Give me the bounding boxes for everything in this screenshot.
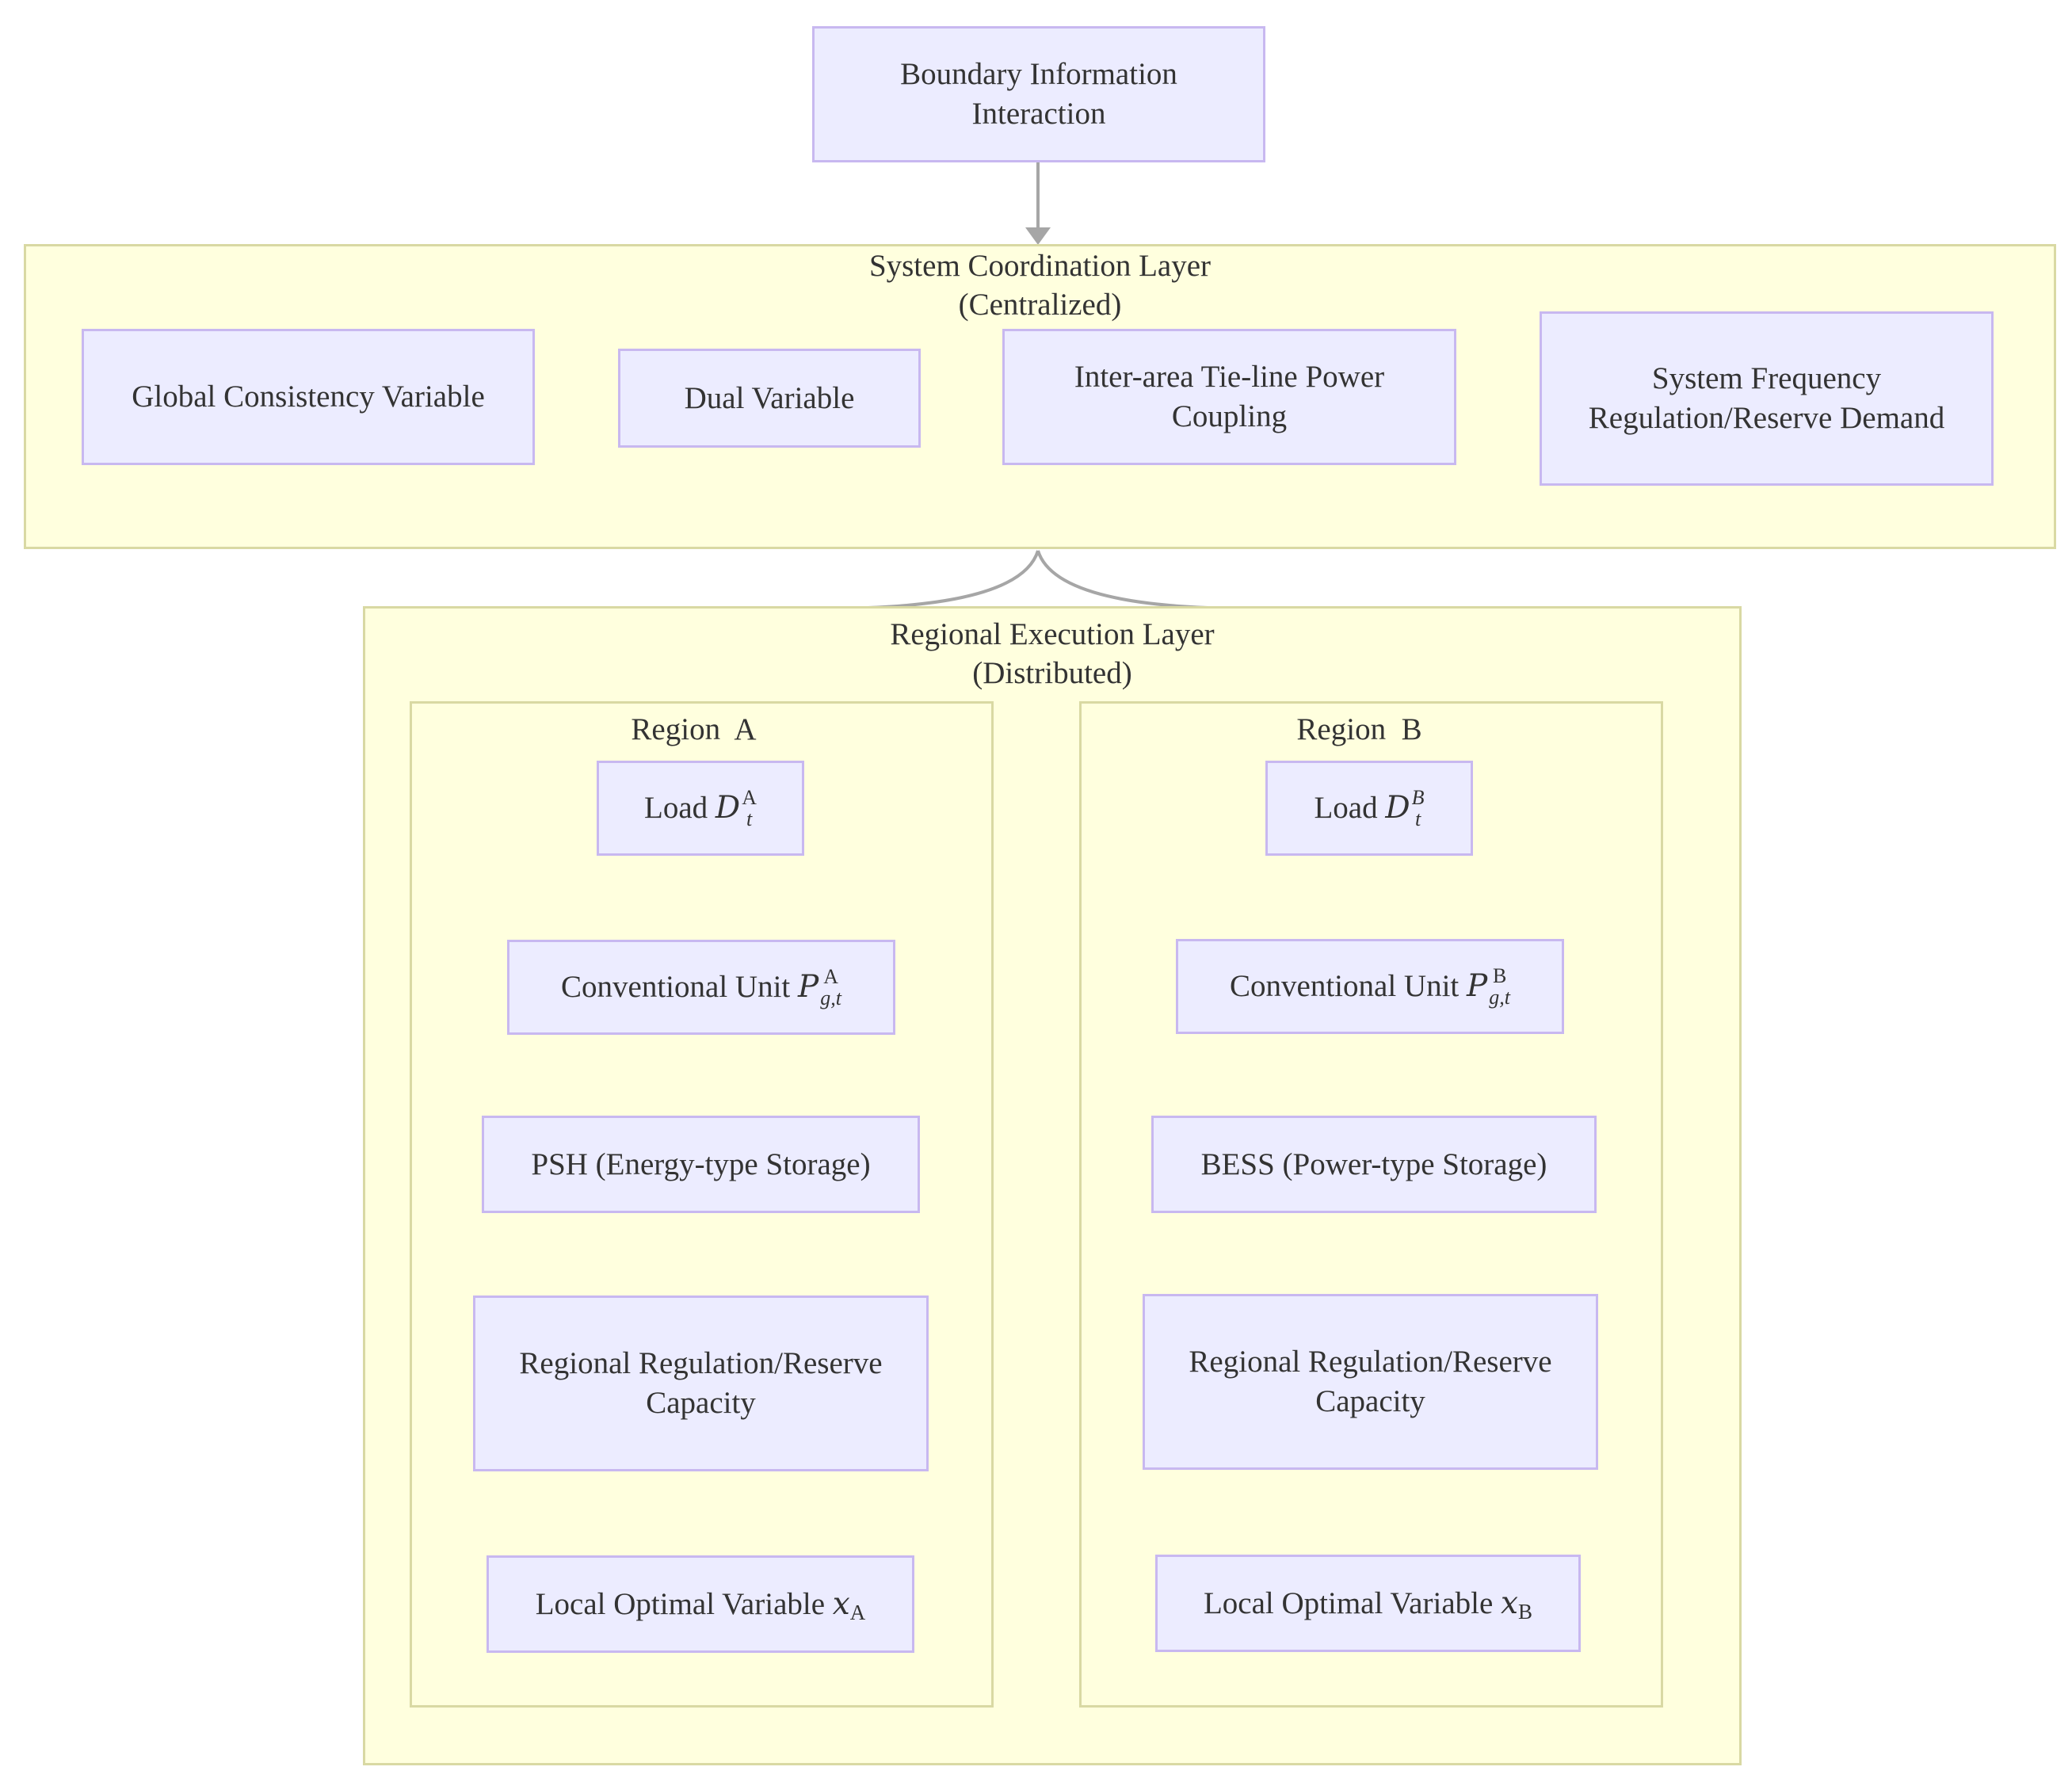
tieline-line1: Inter-area Tie-line Power: [1074, 360, 1385, 394]
tieline-coupling-node: Inter-area Tie-line Power Coupling: [1002, 329, 1456, 465]
region-a-load-sub: t: [746, 807, 753, 830]
region-a-load-sup: A: [742, 785, 757, 809]
dual-variable-label: Dual Variable: [684, 380, 855, 415]
execution-layer-title: Regional Execution Layer (Distributed): [365, 615, 1739, 693]
execution-title-line1: Regional Execution Layer: [890, 617, 1215, 651]
region-a-local-sub: A: [849, 1600, 866, 1624]
coordination-title-line1: System Coordination Layer: [868, 249, 1212, 283]
frequency-line1: System Frequency: [1651, 361, 1882, 395]
region-a-storage-label: PSH (Energy-type Storage): [531, 1147, 871, 1181]
region-a-unit-sub: g,t: [820, 986, 841, 1009]
region-b-reserve-capacity-node: Regional Regulation/Reserve Capacity: [1143, 1294, 1598, 1470]
boundary-information-node: Boundary Information Interaction: [812, 26, 1265, 162]
region-b-local-label: Local Optimal Variable: [1203, 1585, 1502, 1620]
region-b-unit-symbol: P: [1467, 968, 1488, 1004]
region-b-load-sup: B: [1411, 785, 1425, 809]
region-b-load-sub: t: [1414, 807, 1421, 830]
region-b-unit-sub: g,t: [1489, 986, 1510, 1009]
region-b-storage-label: BESS (Power-type Storage): [1200, 1147, 1547, 1181]
region-b-title: Region B: [1296, 712, 1422, 746]
region-a-load-symbol: D: [715, 790, 741, 826]
frequency-line2: Regulation/Reserve Demand: [1588, 401, 1945, 435]
arrowhead-coordination: [1025, 227, 1051, 245]
region-b-unit-label: Conventional Unit: [1230, 969, 1467, 1003]
boundary-line1: Boundary Information: [900, 57, 1177, 91]
region-a-reserve-line1: Regional Regulation/Reserve: [519, 1346, 883, 1380]
global-consistency-label: Global Consistency Variable: [132, 380, 485, 414]
region-a-title: Region A: [631, 712, 757, 746]
system-frequency-node: System Frequency Regulation/Reserve Dema…: [1540, 311, 1994, 486]
execution-title-line2: (Distributed): [972, 656, 1132, 690]
region-a-unit-symbol: P: [798, 969, 819, 1005]
region-a-unit-sup: A: [823, 964, 838, 988]
region-a-reserve-line2: Capacity: [646, 1386, 756, 1420]
region-b-local-symbol: x: [1501, 1585, 1519, 1621]
region-b-unit-sup: B: [1492, 964, 1507, 987]
region-b-reserve-line1: Regional Regulation/Reserve: [1189, 1345, 1552, 1379]
boundary-line2: Interaction: [971, 97, 1106, 131]
region-b-storage-node: BESS (Power-type Storage): [1151, 1116, 1597, 1213]
region-a-load-label: Load: [644, 791, 715, 825]
global-consistency-variable-node: Global Consistency Variable: [82, 329, 535, 465]
region-a-unit-label: Conventional Unit: [561, 970, 798, 1004]
coordination-title-line2: (Centralized): [958, 288, 1122, 322]
region-a-local-label: Local Optimal Variable: [535, 1586, 833, 1621]
region-b-load-label: Load: [1314, 791, 1386, 825]
region-a-reserve-capacity-node: Regional Regulation/Reserve Capacity: [473, 1295, 929, 1471]
region-b-reserve-line2: Capacity: [1315, 1384, 1425, 1418]
region-b-local-sub: B: [1518, 1599, 1533, 1624]
coordination-layer-title: System Coordination Layer (Centralized): [26, 246, 2054, 324]
region-a-storage-node: PSH (Energy-type Storage): [482, 1116, 920, 1213]
region-b-load-symbol: D: [1385, 790, 1410, 826]
region-a-local-symbol: x: [832, 1585, 850, 1622]
tieline-line2: Coupling: [1171, 399, 1288, 433]
dual-variable-node: Dual Variable: [618, 349, 921, 448]
